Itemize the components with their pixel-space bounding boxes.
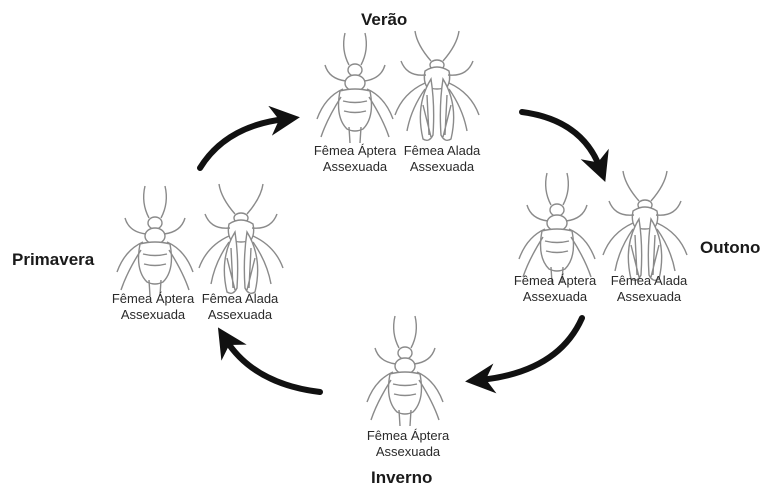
arrow-autumn-to-winter xyxy=(480,318,582,380)
spring-winged-aphid-icon xyxy=(199,184,283,293)
reproduction-type: Assexuada xyxy=(190,307,290,323)
form-name: Fêmea Áptera xyxy=(500,273,610,289)
form-name: Fêmea Alada xyxy=(392,143,492,159)
arrow-spring-to-summer xyxy=(200,119,285,168)
reproduction-type: Assexuada xyxy=(392,159,492,175)
reproduction-type: Assexuada xyxy=(353,444,463,460)
autumn-apterous-label: Fêmea Áptera Assexuada xyxy=(500,273,610,305)
form-name: Fêmea Alada xyxy=(599,273,699,289)
form-name: Fêmea Áptera xyxy=(353,428,463,444)
autumn-winged-label: Fêmea Alada Assexuada xyxy=(599,273,699,305)
spring-apterous-aphid-icon xyxy=(117,186,193,296)
season-label-winter: Inverno xyxy=(371,468,432,488)
autumn-apterous-aphid-icon xyxy=(519,173,595,283)
winter-apterous-aphid-icon xyxy=(367,316,443,426)
season-label-summer: Verão xyxy=(361,10,407,30)
summer-winged-label: Fêmea Alada Assexuada xyxy=(392,143,492,175)
reproduction-type: Assexuada xyxy=(599,289,699,305)
season-label-autumn: Outono xyxy=(700,238,760,258)
reproduction-type: Assexuada xyxy=(500,289,610,305)
arrow-winter-to-spring xyxy=(226,340,320,392)
spring-winged-label: Fêmea Alada Assexuada xyxy=(190,291,290,323)
form-name: Fêmea Alada xyxy=(190,291,290,307)
autumn-winged-aphid-icon xyxy=(603,171,687,280)
summer-apterous-aphid-icon xyxy=(317,33,393,143)
summer-winged-aphid-icon xyxy=(395,31,479,140)
arrow-summer-to-autumn xyxy=(522,112,600,168)
winter-apterous-label: Fêmea Áptera Assexuada xyxy=(353,428,463,460)
season-label-spring: Primavera xyxy=(12,250,94,270)
